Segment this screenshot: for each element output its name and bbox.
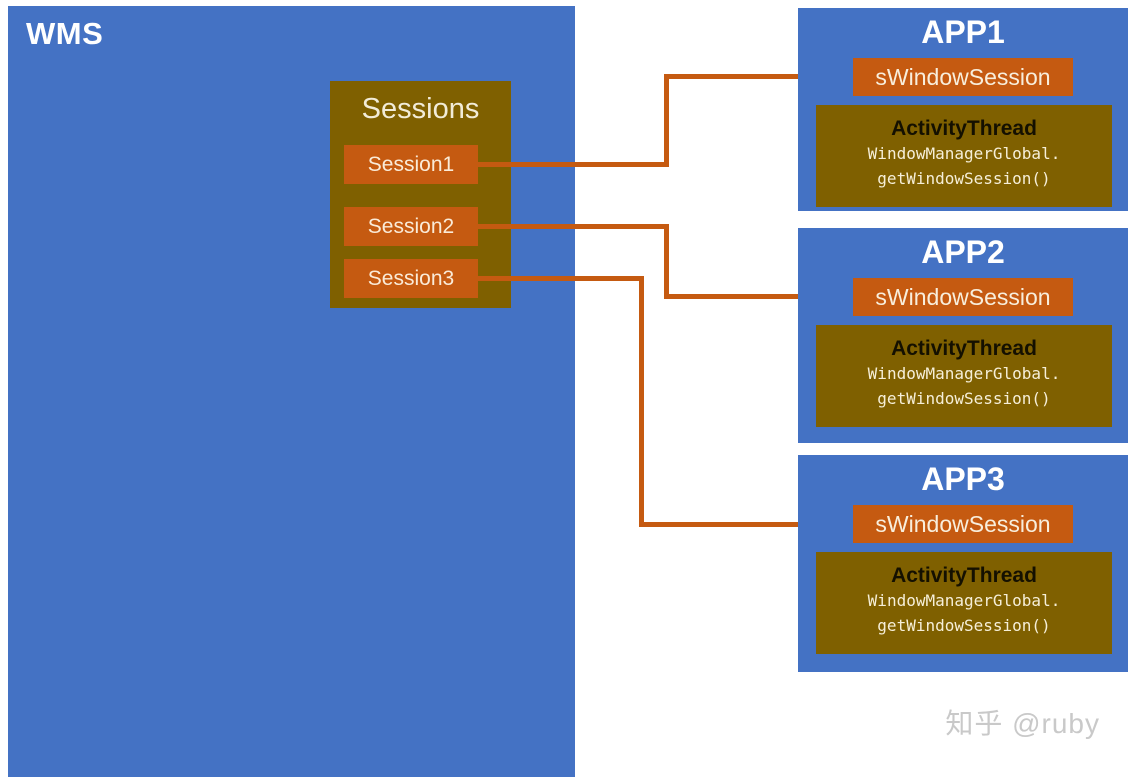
session3-box: Session3 (344, 259, 478, 298)
connector2-horizontal-to-app2 (664, 294, 854, 299)
connector3-horizontal-from-session3 (477, 276, 644, 281)
connector2-vertical (664, 224, 669, 299)
session2-box: Session2 (344, 207, 478, 246)
app2-activitythread-box: ActivityThread WindowManagerGlobal. getW… (816, 325, 1112, 427)
app1-title: APP1 (921, 14, 1005, 50)
app3-activitythread-box: ActivityThread WindowManagerGlobal. getW… (816, 552, 1112, 654)
app1-swindowsession-box: sWindowSession (853, 58, 1073, 96)
app3-activitythread-title: ActivityThread (891, 564, 1037, 587)
app2-activitythread-title: ActivityThread (891, 337, 1037, 360)
app2-code-line-1: WindowManagerGlobal. (867, 364, 1061, 383)
sessions-title: Sessions (361, 93, 480, 125)
app2-box: APP2 sWindowSession ActivityThread Windo… (798, 228, 1128, 443)
app1-box: APP1 sWindowSession ActivityThread Windo… (798, 8, 1128, 211)
app3-box: APP3 sWindowSession ActivityThread Windo… (798, 455, 1128, 672)
app3-code-line-1: WindowManagerGlobal. (867, 591, 1061, 610)
app1-activitythread-title: ActivityThread (891, 117, 1037, 140)
sessions-panel: Sessions Session1 Session2 Session3 (330, 81, 511, 308)
connector3-vertical (639, 276, 644, 527)
wms-title: WMS (26, 16, 104, 51)
session1-box: Session1 (344, 145, 478, 184)
watermark: 知乎 @ruby (945, 708, 1100, 739)
app2-title: APP2 (921, 234, 1005, 270)
connector2-horizontal-from-session2 (477, 224, 669, 229)
connector1-vertical (664, 74, 669, 167)
app3-code-line-2: getWindowSession() (877, 616, 1051, 635)
app1-activitythread-box: ActivityThread WindowManagerGlobal. getW… (816, 105, 1112, 207)
app2-swindowsession-box: sWindowSession (853, 278, 1073, 316)
app2-code-line-2: getWindowSession() (877, 389, 1051, 408)
app1-code-line-1: WindowManagerGlobal. (867, 144, 1061, 163)
connector1-horizontal-from-session1 (477, 162, 669, 167)
app3-swindowsession-box: sWindowSession (853, 505, 1073, 543)
connector3-horizontal-to-app3 (639, 522, 854, 527)
app3-title: APP3 (921, 461, 1005, 497)
connector1-horizontal-to-app1 (664, 74, 854, 79)
app1-code-line-2: getWindowSession() (877, 169, 1051, 188)
